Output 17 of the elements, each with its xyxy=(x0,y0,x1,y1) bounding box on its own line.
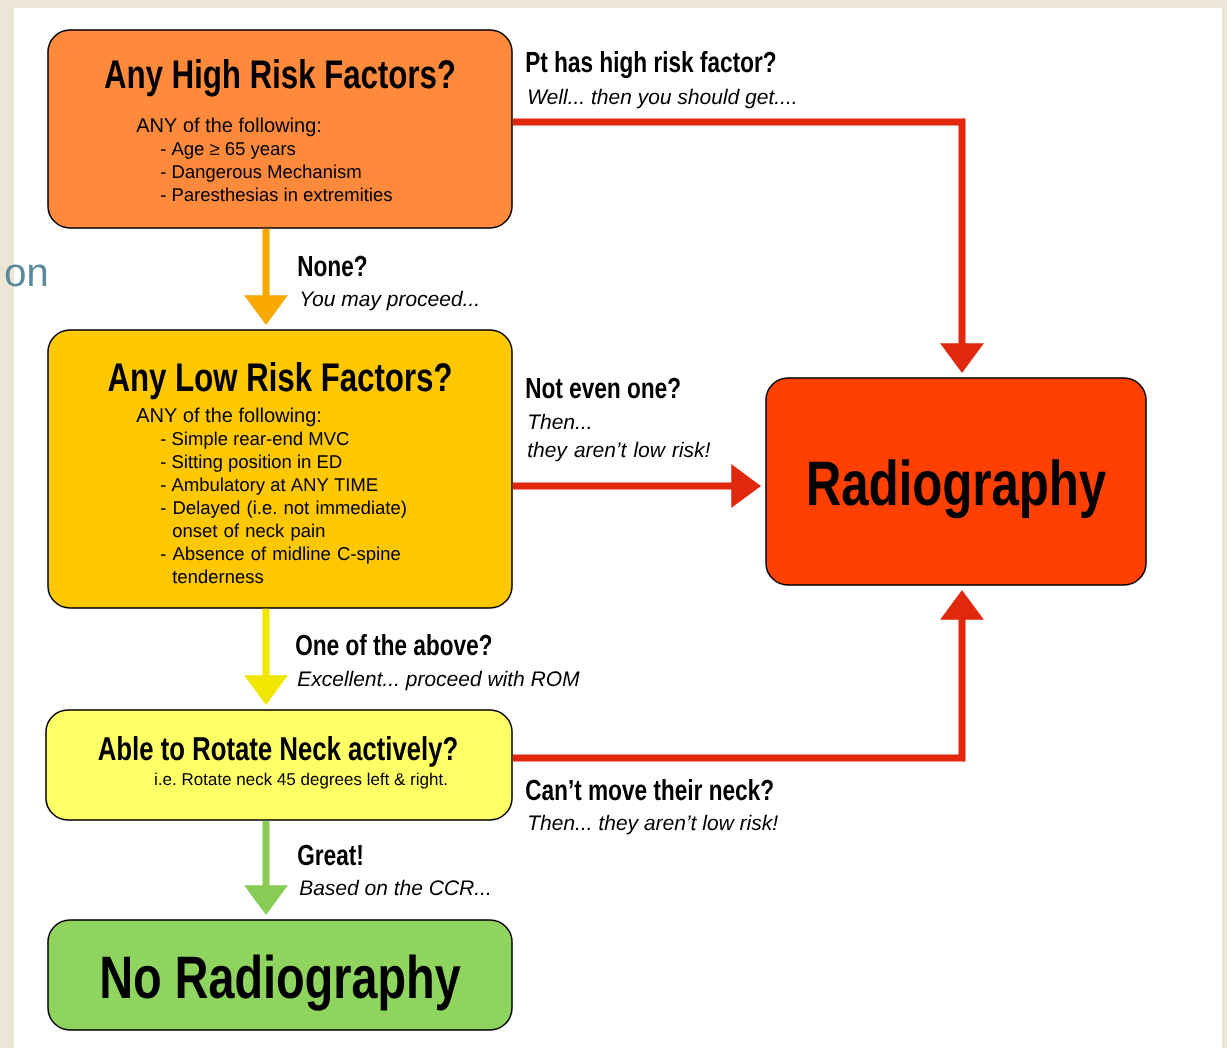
outcome-box: Radiography xyxy=(765,377,1147,586)
outcome-box: No Radiography xyxy=(47,919,513,1031)
annotation-text: Then... they aren’t low risk! xyxy=(528,413,711,462)
annotation-text: Excellent... proceed with ROM xyxy=(297,670,580,691)
decision-box: Able to Rotate Neck actively? i.e. Rotate neck 45 degrees left & right. xyxy=(45,709,513,821)
annotation-text: Based on the CCR... xyxy=(299,879,490,896)
decision-box: Any High Risk Factors? ANY of the following: - Age ≥ 65 years - Dangerous Mechanism - Paresthesias in extremities xyxy=(47,29,513,229)
annotation-text: You may proceed... xyxy=(301,290,478,311)
annotation-text: Not even one? xyxy=(526,377,680,399)
decision-box: Any Low Risk Factors? ANY of the following: - Simple rear-end MVC - Sitting position in ED - Ambulatory at ANY TIME - Delayed (i.e. not immediate) onset of neck pain - Absence of midline C-spine tenderness xyxy=(47,329,513,609)
annotation-text: Can’t move their neck? xyxy=(526,779,773,801)
annotation-text: One of the above? xyxy=(296,634,492,656)
annotation-text: Great! xyxy=(298,844,362,866)
annotation-text: Well... then you should get.... xyxy=(529,88,796,109)
annotation-text: None? xyxy=(298,255,367,277)
text-fragment: on xyxy=(5,264,47,287)
annotation-text: Then... they aren’t low risk! xyxy=(529,814,778,835)
